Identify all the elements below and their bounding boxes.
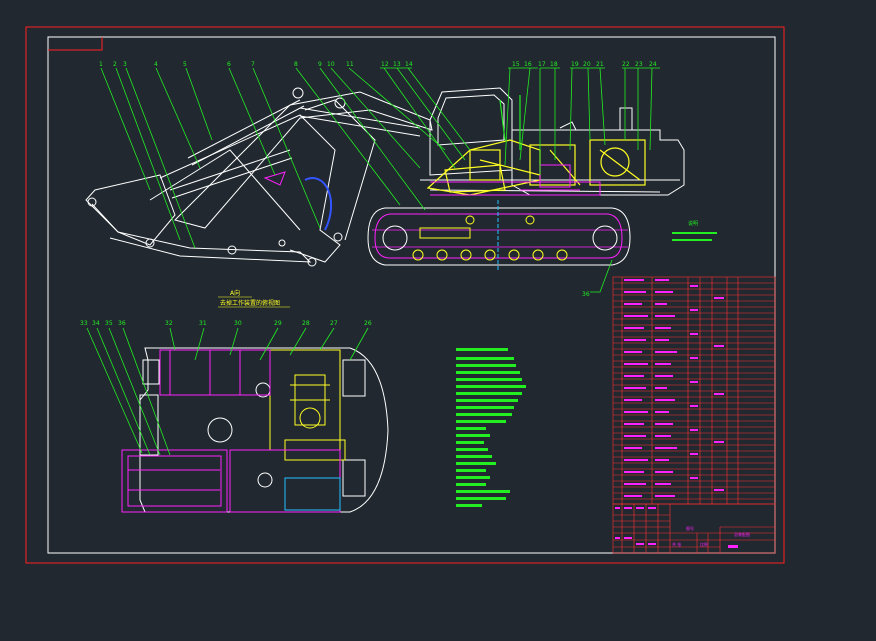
boom [174,91,433,229]
parts-list-table [612,276,776,505]
part-number: 17 [538,61,546,68]
part-number: 36 [582,291,590,298]
part-number: 22 [622,61,630,68]
part-number: 31 [199,320,207,327]
part-number: 1 [99,61,103,68]
boom-cylinder [169,149,293,199]
part-number: 7 [251,61,255,68]
designation: 图号 [686,525,694,531]
part-number-labels: 1 2 3 4 5 6 7 8 9 10 11 12 13 14 15 16 1… [99,61,657,298]
part-number: 26 [364,320,372,327]
outer-frame [25,26,785,564]
arm [159,114,341,263]
part-number: 21 [596,61,604,68]
part-number: 29 [274,320,282,327]
scale-label: 比例 [700,541,708,547]
part-number: 36 [118,320,126,327]
part-number: 18 [550,61,558,68]
part-number: 24 [649,61,657,68]
frame-corner-mark [48,37,103,51]
cab [429,87,513,176]
part-number: 2 [113,61,117,68]
plan-leader-lines [86,327,369,456]
part-number: 12 [381,61,389,68]
part-number: 3 [123,61,127,68]
part-number: 6 [227,61,231,68]
part-number: 23 [635,61,643,68]
part-number: 16 [524,61,532,68]
title-block [612,503,776,554]
part-number: 20 [583,61,591,68]
part-number: 14 [405,61,413,68]
plan-view-hydraulics [269,349,346,461]
plan-view-title: A向 去掉工作装置的俯视图 [218,289,290,308]
part-number: 5 [183,61,187,68]
notes-block: 说明 [672,220,717,241]
part-number: 32 [165,320,173,327]
drawing-name: 总装配图 [734,531,750,537]
plan-part-number-labels: 33 34 35 36 32 31 30 29 28 27 26 [80,320,372,327]
part-number: 35 [105,320,113,327]
part-number: 34 [92,320,100,327]
part-number: 28 [302,320,310,327]
sheet-label: 共 张 [672,541,681,547]
plan-view-cab-parts [121,349,341,513]
track-undercarriage [367,200,631,270]
part-number: 10 [327,61,335,68]
leader-lines [100,67,660,293]
part-number: 4 [154,61,158,68]
part-number: 8 [294,61,298,68]
part-number: 13 [393,61,401,68]
parts-list-entries [624,279,724,497]
plan-view-label: A向 [230,289,240,297]
plan-view-caption: 去掉工作装置的俯视图 [220,299,280,307]
part-number: 19 [571,61,579,68]
plan-view-outline [139,347,389,513]
notes-title: 说明 [688,220,698,227]
technical-requirements [456,348,526,507]
bucket-cylinder [187,99,305,166]
title-block-marks [615,507,738,548]
title-block-text: 总装配图 图号 共 张 比例 [672,525,750,547]
excavator-side-view [85,87,685,267]
upper-magenta-parts [430,164,601,196]
part-number: 9 [318,61,322,68]
part-number: 15 [512,61,520,68]
arm-cylinder [299,107,421,137]
part-number: 30 [234,320,242,327]
part-number: 33 [80,320,88,327]
part-number: 27 [330,320,338,327]
part-number: 11 [346,61,354,68]
